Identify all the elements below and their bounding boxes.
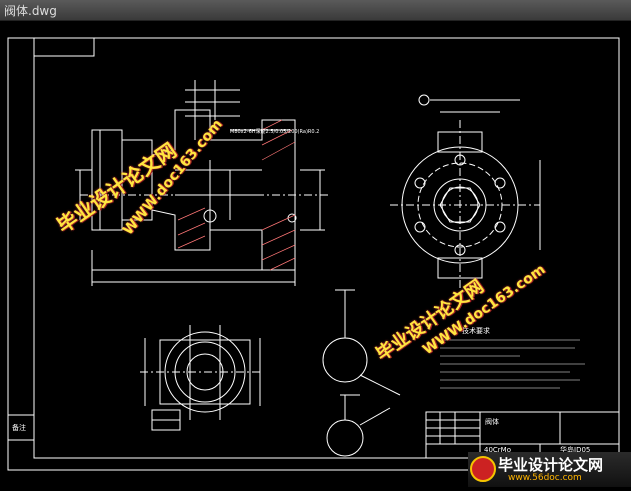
- part-name-label: 阀体: [485, 417, 499, 426]
- material-label: 40CrMo: [484, 446, 511, 454]
- tech-requirements-title: 技术要求: [462, 326, 490, 335]
- main-section-view: [75, 80, 330, 286]
- window-titlebar: 阀体.dwg: [0, 0, 631, 21]
- top-view: [140, 325, 261, 431]
- drawing-number-label: 华岛JD05: [560, 445, 590, 454]
- tolerance-note: M80x2-6H深度2.5/0.05/200(Ra)R0.2: [230, 128, 319, 135]
- tech-requirements-lines: [440, 339, 585, 389]
- footer-logo-icon: [470, 456, 496, 482]
- footer-url: www.56doc.com: [508, 473, 582, 483]
- flange-end-view: [390, 94, 541, 290]
- drawing-border-inner: [33, 37, 620, 459]
- footer-brand: 毕业设计论文网: [498, 456, 604, 474]
- cad-drawing-canvas[interactable]: M80x2-6H深度2.5/0.05/200(Ra)R0.2 技术要求 40Cr…: [0, 20, 631, 487]
- side-remark-label: 备注: [12, 423, 26, 432]
- section-hatching: [177, 119, 296, 271]
- window-title: 阀体.dwg: [4, 4, 57, 18]
- drawing-svg: M80x2-6H深度2.5/0.05/200(Ra)R0.2 技术要求 40Cr…: [7, 37, 620, 471]
- detail-view-a: [322, 289, 401, 396]
- detail-view-b: [326, 394, 391, 457]
- drawing-border-outer: [7, 37, 620, 471]
- corner-box: [33, 37, 95, 57]
